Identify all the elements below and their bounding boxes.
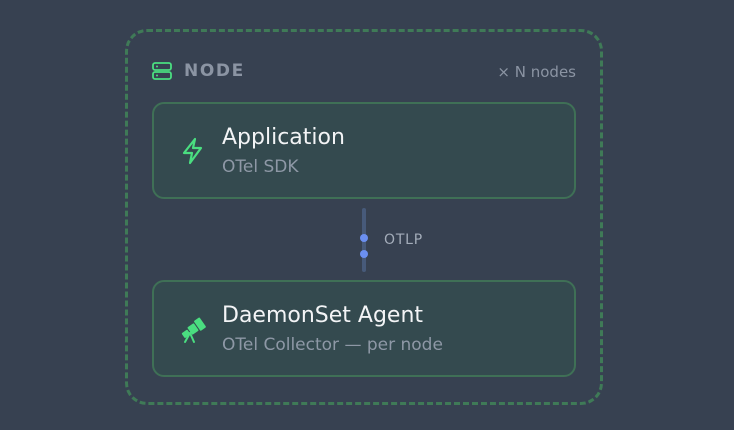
application-title: Application — [222, 125, 345, 150]
otlp-label: OTLP — [384, 232, 424, 248]
node-group-boundary — [125, 29, 603, 405]
application-subtitle: OTel SDK — [222, 157, 299, 177]
daemonset-agent-title: DaemonSet Agent — [222, 303, 424, 328]
daemonset-agent-subtitle: OTel Collector — per node — [222, 335, 443, 355]
daemonset-agent-card[interactable]: DaemonSet Agent OTel Collector — per nod… — [152, 280, 576, 377]
server-icon — [152, 62, 172, 80]
application-card[interactable]: Application OTel SDK — [152, 102, 576, 199]
node-label: NODE — [184, 61, 245, 81]
lightning-icon — [178, 136, 208, 166]
node-count-label: × N nodes — [497, 63, 576, 81]
otlp-connector — [355, 208, 375, 272]
telescope-icon — [178, 314, 208, 344]
